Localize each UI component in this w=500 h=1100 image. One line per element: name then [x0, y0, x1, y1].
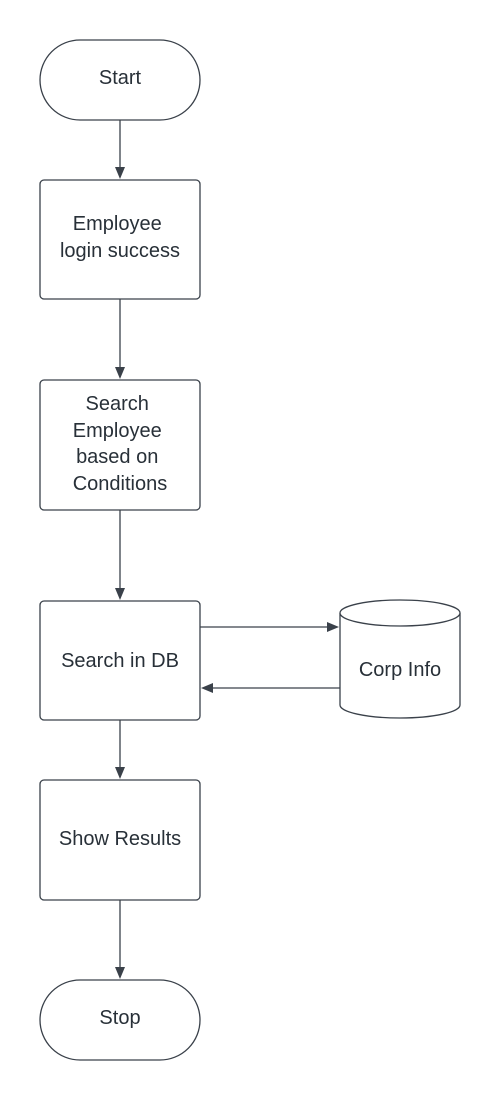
stop-label: Stop	[99, 1007, 140, 1029]
node-show-results: Show Results	[39, 779, 201, 901]
corp-info-database-top-rim	[339, 612, 461, 627]
node-corp-info: Corp Info	[339, 599, 461, 719]
show-results-label: Show Results	[59, 828, 181, 850]
edge-start-to-login	[115, 120, 125, 179]
search-conditions-process-shape	[39, 379, 201, 511]
node-search-employee-conditions: Search Employee based on Conditions	[39, 379, 201, 511]
node-employee-login-success: Employee login success	[39, 179, 201, 300]
stop-terminator-shape	[39, 979, 201, 1061]
edge-search-db-to-corp-info	[200, 622, 339, 632]
start-label: Start	[99, 67, 142, 89]
svg-text:Show Results: Show Results	[59, 828, 181, 850]
connectors	[115, 120, 340, 979]
svg-text:Stop: Stop	[99, 1007, 140, 1029]
search-conditions-label-line-2: Employee	[73, 420, 162, 442]
node-start: Start	[39, 39, 201, 121]
svg-text:Employee login success: Employee login success	[60, 213, 180, 262]
svg-text:Corp Info: Corp Info	[359, 659, 441, 681]
search-db-process-shape	[39, 600, 201, 721]
edge-corp-info-to-search-db	[201, 683, 340, 693]
show-results-process-shape	[39, 779, 201, 901]
node-search-in-db: Search in DB	[39, 600, 201, 721]
search-db-label: Search in DB	[61, 650, 179, 672]
login-label-line-1: Employee	[73, 213, 162, 235]
edge-search-db-to-show-results	[115, 720, 125, 779]
search-conditions-label-line-3: based on	[76, 446, 158, 468]
edge-show-results-to-stop	[115, 900, 125, 979]
corp-info-label: Corp Info	[359, 659, 441, 681]
edge-login-to-search-conditions	[115, 299, 125, 379]
start-terminator-shape	[39, 39, 201, 121]
svg-text:Start: Start	[99, 67, 142, 89]
corp-info-database-shape	[339, 599, 461, 719]
svg-text:Search Employee ba: Search Employee based on Conditions	[73, 393, 168, 495]
login-label-line-2: login success	[60, 240, 180, 262]
node-stop: Stop	[39, 979, 201, 1061]
search-conditions-label-line-4: Conditions	[73, 473, 168, 495]
edge-search-conditions-to-search-db	[115, 510, 125, 600]
search-conditions-label-line-1: Search	[86, 393, 149, 415]
svg-text:Search in DB: Search in DB	[61, 650, 179, 672]
login-process-shape	[39, 179, 201, 300]
